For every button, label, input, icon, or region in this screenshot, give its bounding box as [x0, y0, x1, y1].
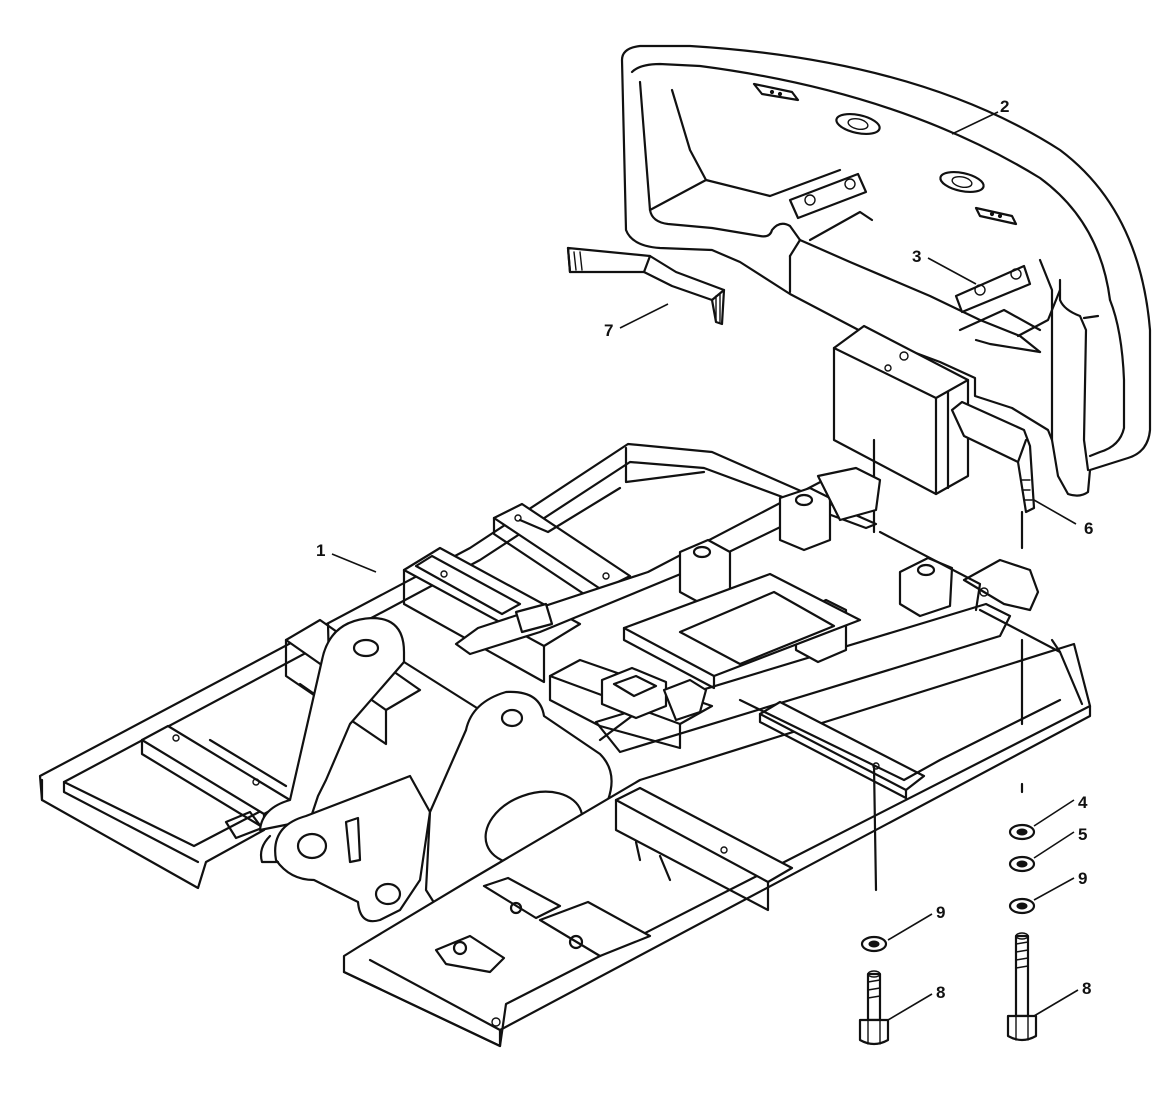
callout-2: 2: [1000, 97, 1009, 116]
leader-lines: [331, 111, 1079, 1021]
callout-7: 7: [604, 321, 613, 340]
callout-labels: 1 2 3 4 5 6 7 8 8 9 9: [316, 97, 1093, 1002]
hardware-parts: [858, 823, 1038, 1046]
callout-6: 6: [1084, 519, 1093, 538]
bolt-part-8-short: [858, 970, 890, 1046]
callout-5: 5: [1078, 825, 1087, 844]
callout-1: 1: [316, 541, 325, 560]
bracket-part-7: [566, 246, 726, 326]
callout-4: 4: [1078, 793, 1088, 812]
bolt-part-8-long: [1006, 932, 1038, 1042]
callout-9-right: 9: [1078, 869, 1087, 888]
strap-part-6: [950, 400, 1036, 550]
callout-8-left: 8: [936, 983, 945, 1002]
main-frame-part-1: [38, 442, 1092, 1048]
callout-8-right: 8: [1082, 979, 1091, 998]
callout-9-left: 9: [936, 903, 945, 922]
counterweight-part: [620, 44, 1152, 497]
callout-3: 3: [912, 247, 921, 266]
battery-box: [832, 324, 970, 534]
